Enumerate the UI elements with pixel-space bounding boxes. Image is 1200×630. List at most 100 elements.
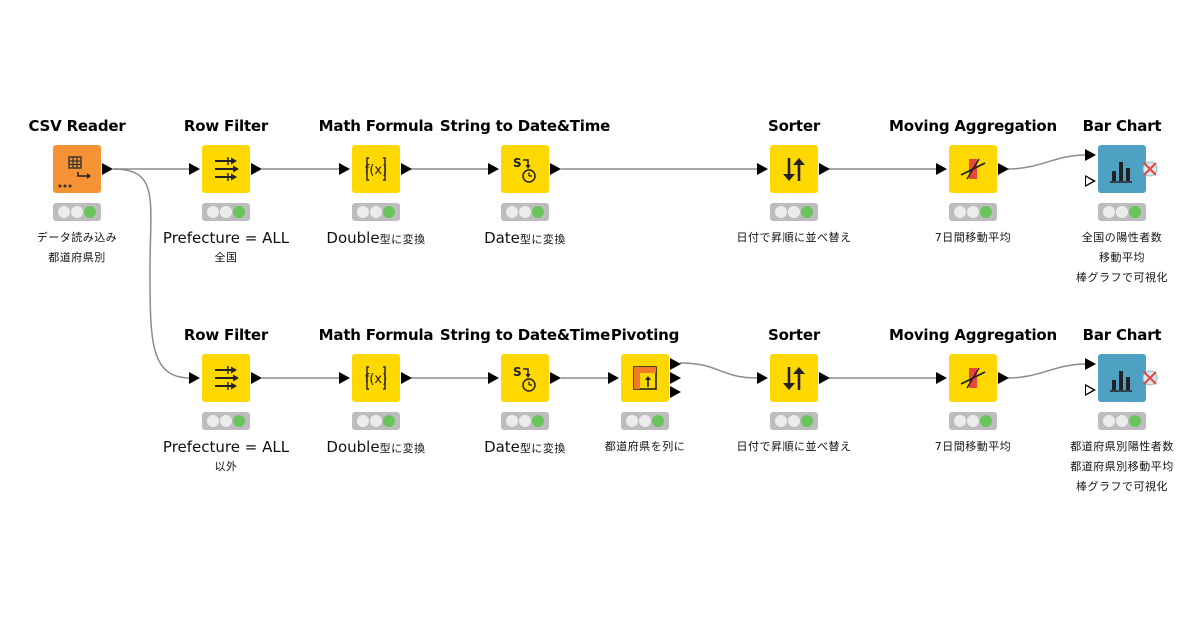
string-to-date-node-button[interactable]: S — [501, 354, 549, 402]
sorter-node-button[interactable] — [770, 145, 818, 193]
input-port-icon[interactable] — [488, 163, 499, 175]
sorter-node-button[interactable] — [770, 354, 818, 402]
node-title: Sorter — [767, 117, 821, 135]
node-description: 都道府県を列に — [604, 440, 686, 453]
input-port-icon[interactable] — [189, 372, 200, 384]
input-port-icon[interactable] — [488, 372, 499, 384]
node-description: Prefecture = ALL 全国 — [162, 229, 290, 264]
math-formula-node-button[interactable]: f(x) — [352, 354, 400, 402]
function-fx-icon: f(x) — [365, 366, 387, 390]
moving-window-icon — [960, 158, 986, 180]
bar-chart-icon — [1110, 371, 1132, 392]
string-to-clock-icon: S — [513, 156, 536, 183]
moving-aggregation-node-button[interactable] — [949, 145, 997, 193]
row-filter-node-button[interactable] — [202, 354, 250, 402]
status-traffic-light — [352, 203, 400, 221]
status-traffic-light — [949, 412, 997, 430]
filter-rows-icon — [215, 366, 239, 390]
svg-text:f(x): f(x) — [365, 163, 387, 178]
status-traffic-light — [202, 412, 250, 430]
moving-aggregation-node-button[interactable] — [949, 354, 997, 402]
sort-arrows-icon — [783, 158, 805, 181]
no-output-x-icon — [1142, 370, 1158, 386]
status-traffic-light — [621, 412, 669, 430]
bar-chart-node-button[interactable] — [1098, 354, 1146, 402]
input-port-icon[interactable] — [936, 163, 947, 175]
output-port-icon[interactable] — [998, 372, 1009, 384]
optional-input-port-icon[interactable] — [1085, 175, 1096, 187]
input-port-icon[interactable] — [1085, 358, 1096, 370]
node-description: Date型に変換 — [484, 438, 566, 456]
pivot-table-icon — [633, 366, 657, 390]
input-port-icon[interactable] — [1085, 149, 1096, 161]
node-title: Bar Chart — [1082, 117, 1162, 135]
math-formula-node-button[interactable]: f(x) — [352, 145, 400, 193]
status-traffic-light — [949, 203, 997, 221]
output-port-icon[interactable] — [670, 372, 681, 384]
node-title: Bar Chart — [1082, 326, 1162, 344]
node-description: 都道府県別陽性者数 都道府県別移動平均 棒グラフで可視化 — [1070, 440, 1174, 493]
status-traffic-light — [770, 203, 818, 221]
status-traffic-light — [501, 203, 549, 221]
output-port-icon[interactable] — [670, 358, 681, 370]
input-port-icon[interactable] — [608, 372, 619, 384]
status-traffic-light — [1098, 203, 1146, 221]
status-traffic-light — [53, 203, 101, 221]
bar-chart-icon — [1110, 162, 1132, 183]
node-title: Pivoting — [610, 326, 680, 344]
function-fx-icon: f(x) — [365, 157, 387, 181]
input-port-icon[interactable] — [189, 163, 200, 175]
output-port-icon[interactable] — [102, 163, 113, 175]
svg-text:S: S — [513, 365, 522, 379]
pivoting-node-button[interactable] — [621, 354, 669, 402]
status-traffic-light — [352, 412, 400, 430]
output-port-icon[interactable] — [670, 386, 681, 398]
status-traffic-light — [202, 203, 250, 221]
string-to-date-node-button[interactable]: S — [501, 145, 549, 193]
string-to-clock-icon: S — [513, 365, 536, 392]
output-port-icon[interactable] — [251, 163, 262, 175]
node-description: Date型に変換 — [484, 229, 566, 247]
input-port-icon[interactable] — [339, 372, 350, 384]
svg-text:f(x): f(x) — [365, 372, 387, 387]
input-port-icon[interactable] — [339, 163, 350, 175]
node-description: 7日間移動平均 — [934, 231, 1012, 244]
node-title: Moving Aggregation — [889, 326, 1057, 344]
node-title: String to Date&Time — [439, 326, 611, 344]
svg-text:S: S — [513, 156, 522, 170]
node-description: Double型に変換 — [326, 438, 426, 456]
output-port-icon[interactable] — [550, 163, 561, 175]
node-description: Prefecture = ALL 以外 — [162, 438, 290, 473]
no-output-x-icon — [1142, 161, 1158, 177]
input-port-icon[interactable] — [757, 163, 768, 175]
output-port-icon[interactable] — [401, 372, 412, 384]
optional-input-port-icon[interactable] — [1085, 384, 1096, 396]
node-description: 全国の陽性者数 移動平均 棒グラフで可視化 — [1076, 231, 1168, 284]
node-title: String to Date&Time — [439, 117, 611, 135]
row-filter-node-button[interactable] — [202, 145, 250, 193]
filter-rows-icon — [215, 157, 239, 181]
node-description: 7日間移動平均 — [934, 440, 1012, 453]
node-description: Double型に変換 — [326, 229, 426, 247]
bar-chart-node-button[interactable] — [1098, 145, 1146, 193]
input-port-icon[interactable] — [757, 372, 768, 384]
node-title: Sorter — [767, 326, 821, 344]
output-port-icon[interactable] — [251, 372, 262, 384]
wire-pivot-to-sorter2 — [679, 362, 759, 379]
output-port-icon[interactable] — [819, 372, 830, 384]
input-port-icon[interactable] — [936, 372, 947, 384]
node-title: Math Formula — [318, 117, 434, 135]
output-port-icon[interactable] — [819, 163, 830, 175]
node-title: Row Filter — [183, 117, 269, 135]
csv-reader-node-button[interactable] — [53, 145, 101, 193]
status-traffic-light — [770, 412, 818, 430]
output-port-icon[interactable] — [401, 163, 412, 175]
output-port-icon[interactable] — [998, 163, 1009, 175]
moving-window-icon — [960, 367, 986, 389]
wire-moving2-to-bar2 — [1007, 363, 1087, 379]
status-traffic-light — [501, 412, 549, 430]
node-title: Moving Aggregation — [889, 117, 1057, 135]
output-port-icon[interactable] — [550, 372, 561, 384]
node-description: 日付で昇順に並べ替え — [736, 440, 852, 453]
